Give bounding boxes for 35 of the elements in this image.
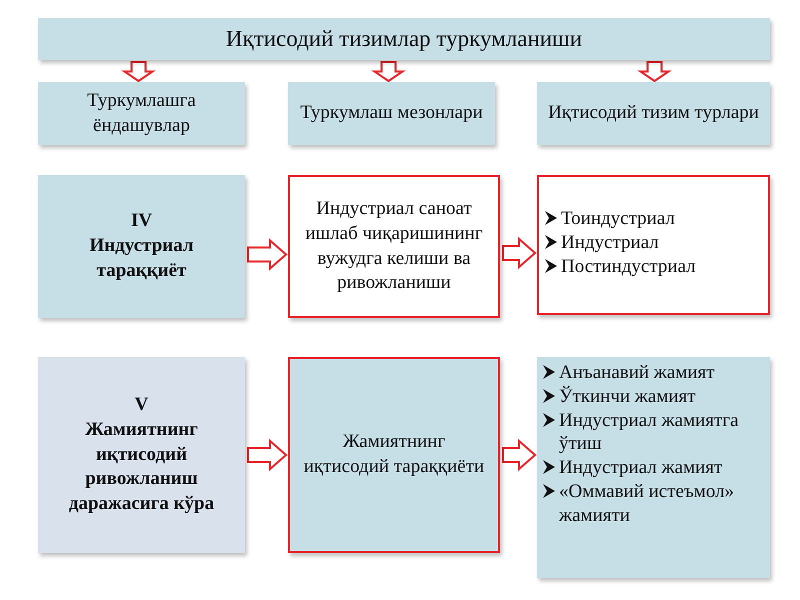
process-box — [288, 175, 500, 318]
box-text: Индустриал тараққиёт — [88, 234, 195, 283]
block-arrow — [502, 438, 537, 472]
box-text: Иқтисодий тизим турлари — [548, 101, 759, 126]
title-bar — [38, 18, 770, 60]
block-arrow — [247, 238, 288, 271]
list-item-text: Анъанавий жамият — [559, 361, 715, 385]
list-box — [537, 175, 770, 315]
category-box — [38, 175, 245, 318]
title-text: Иқтисодий тизимлар туркумланиши — [226, 25, 582, 54]
list-item-text: Постиндустриал — [561, 254, 696, 278]
block-arrow — [247, 438, 288, 472]
list-item-text: Ўткинчи жамият — [559, 384, 696, 408]
box-text: IV — [130, 209, 152, 234]
category-box — [38, 357, 245, 553]
list-item-text: Индустриал жамиятга ўтиш — [559, 408, 740, 456]
list-item-text: Индустриал — [561, 230, 659, 254]
block-arrow — [121, 61, 156, 82]
list-box — [537, 357, 770, 578]
box-text: Туркумлашга ёндашувлар — [86, 88, 197, 138]
list-item-text: Индустриал жамият — [559, 456, 722, 480]
box-text: Индустриал саноат ишлаб чиқаришининг вужудга келиши ва ривожланиши — [304, 197, 484, 296]
block-arrow — [371, 61, 406, 82]
box-text: Жамиятнинг иқтисодий тараққиёти — [302, 430, 486, 479]
box-text: Туркумлаш мезонлари — [300, 101, 483, 126]
process-box — [288, 357, 500, 553]
block-arrow — [502, 236, 537, 270]
box-text: V — [134, 393, 148, 418]
list-item-text: «Оммавий истеъмол» жамияти — [559, 480, 736, 528]
box-text: Жамиятнинг иқтисодий ривожланиш даражасига кўра — [68, 418, 216, 516]
header-box — [537, 82, 770, 145]
header-box — [38, 82, 245, 145]
header-box — [288, 82, 495, 145]
list-item-text: Тоиндустриал — [561, 207, 675, 231]
block-arrow — [637, 61, 672, 82]
